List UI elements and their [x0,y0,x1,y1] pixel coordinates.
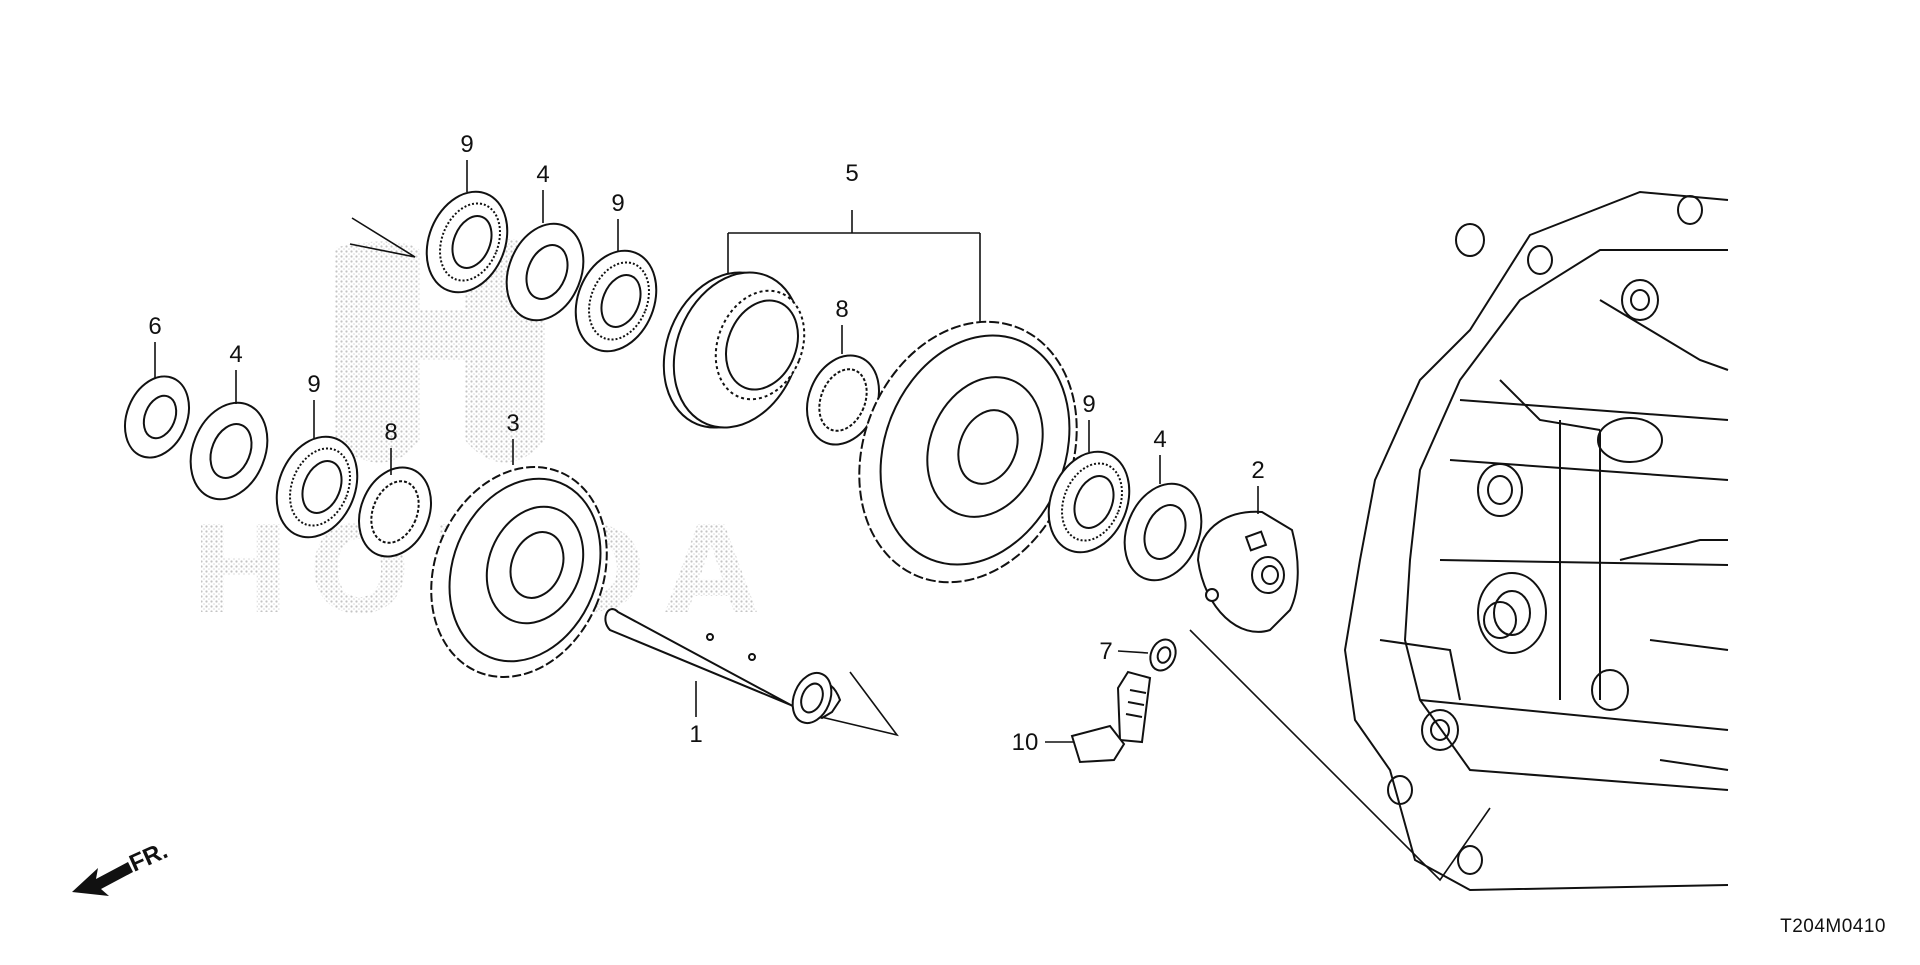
part-4-washer-right [1123,482,1203,582]
part-1-shaft [604,608,842,725]
callout-label: 4 [536,161,549,188]
guide-lines [349,210,1491,882]
part-4-washer-left [189,401,269,501]
part-9-bearing-left [275,435,359,539]
callout-label: 10 [1012,729,1039,756]
callout-label: 9 [611,190,624,217]
callout-label: 8 [384,419,397,446]
callout-label: 7 [1099,638,1112,665]
callout-label: 6 [148,313,161,340]
callout-label: 5 [845,160,858,187]
callout-label: 2 [1251,457,1264,484]
callout-label: 1 [689,721,702,748]
part-9-bearing-right [1047,450,1131,554]
part-7-o-ring [1149,638,1177,672]
part-2-bracket [1196,510,1299,633]
part-9-bearing-top [425,190,509,294]
callout-label: 8 [835,296,848,323]
front-arrow-icon [72,862,133,896]
diagram-code: T204M0410 [1780,916,1886,937]
part-4-washer-top [505,222,585,322]
part-5-sleeve [662,271,806,429]
callout-labels: 9 4 9 5 6 4 9 8 3 8 9 4 2 7 10 1 FR. [125,131,1264,877]
part-8-needle-bearing-left [358,466,432,558]
part-5-gear [858,320,1078,584]
part-10-bolt [1070,670,1152,764]
callout-label: 4 [1153,426,1166,453]
part-6-washer [124,375,190,459]
part-8-needle-bearing-mid [806,354,880,446]
part-3-gear [430,466,608,678]
callout-label: 9 [1082,391,1095,418]
callout-label: 3 [506,410,519,437]
callout-label: 9 [307,371,320,398]
callout-label: 9 [460,131,473,158]
transmission-case [1343,190,1729,892]
callout-label: 4 [229,341,242,368]
part-9-bearing-mid [574,249,658,353]
